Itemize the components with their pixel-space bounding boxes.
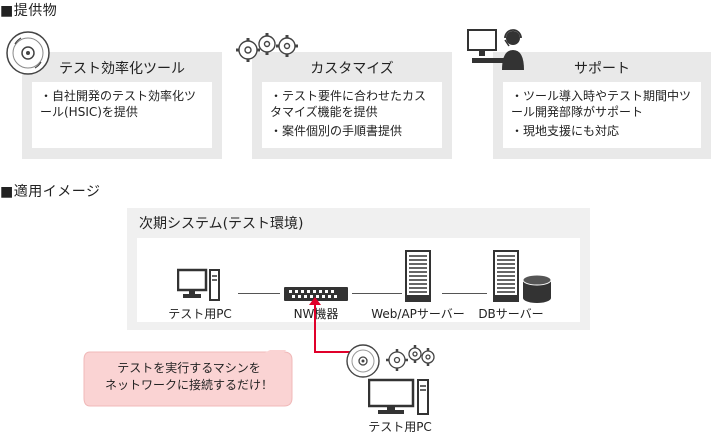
callout-bubble bbox=[82, 350, 302, 412]
db-server-icon bbox=[493, 250, 553, 304]
link-web-db bbox=[442, 293, 487, 294]
card-title: サポート bbox=[574, 61, 630, 77]
application-section-title: ■適用イメージ bbox=[0, 184, 101, 200]
support-operator-icon bbox=[466, 26, 528, 72]
external-pc-label: テスト用PC bbox=[368, 420, 432, 434]
link-switch-web bbox=[352, 293, 402, 294]
card-bullet: 自社開発のテスト効率化ツール(HSIC)を提供 bbox=[40, 88, 204, 120]
red-connector-vertical bbox=[314, 303, 316, 353]
card-title: カスタマイズ bbox=[310, 61, 394, 77]
node-label-db: DBサーバー bbox=[478, 307, 544, 321]
gears-icon bbox=[234, 32, 300, 64]
callout-line-2: ネットワークに接続するだけ！ bbox=[104, 378, 273, 392]
cd-icon bbox=[5, 30, 51, 76]
link-pc-switch bbox=[238, 293, 280, 294]
desktop-pc-icon bbox=[368, 378, 430, 418]
node-label-test-pc: テスト用PC bbox=[168, 307, 232, 321]
gears-icon bbox=[385, 344, 437, 372]
card-bullet: 現地支援にも対応 bbox=[511, 123, 693, 139]
card-support: サポート ツール導入時やテスト期間中ツール開発部隊がサポート 現地支援にも対応 bbox=[493, 52, 711, 159]
red-arrow-head bbox=[309, 297, 321, 305]
cd-icon bbox=[345, 343, 381, 379]
card-test-tool: テスト効率化ツール 自社開発のテスト効率化ツール(HSIC)を提供 bbox=[22, 52, 222, 159]
card-customize: カスタマイズ テスト要件に合わせたカスタマイズ機能を提供 案件個別の手順書提供 bbox=[252, 52, 452, 159]
card-body: テスト要件に合わせたカスタマイズ機能を提供 案件個別の手順書提供 bbox=[262, 82, 442, 148]
card-body: 自社開発のテスト効率化ツール(HSIC)を提供 bbox=[32, 82, 212, 148]
card-bullet: ツール導入時やテスト期間中ツール開発部隊がサポート bbox=[511, 88, 693, 120]
offerings-section-title: ■提供物 bbox=[0, 3, 58, 19]
callout-text: テストを実行するマシンを ネットワークに接続するだけ！ bbox=[84, 360, 294, 394]
server-rack-icon bbox=[405, 250, 431, 302]
card-body: ツール導入時やテスト期間中ツール開発部隊がサポート 現地支援にも対応 bbox=[503, 82, 701, 148]
environment-title: 次期システム(テスト環境) bbox=[139, 216, 304, 232]
card-bullet: 案件個別の手順書提供 bbox=[270, 123, 434, 139]
card-bullet: テスト要件に合わせたカスタマイズ機能を提供 bbox=[270, 88, 434, 120]
red-connector-horizontal bbox=[314, 351, 366, 353]
node-label-web-ap: Web/APサーバー bbox=[371, 307, 465, 321]
network-switch-icon bbox=[284, 286, 348, 302]
desktop-pc-icon bbox=[177, 268, 221, 304]
callout-line-1: テストを実行するマシンを bbox=[117, 361, 261, 375]
card-title: テスト効率化ツール bbox=[59, 61, 185, 77]
node-label-nw: NW機器 bbox=[293, 307, 339, 321]
